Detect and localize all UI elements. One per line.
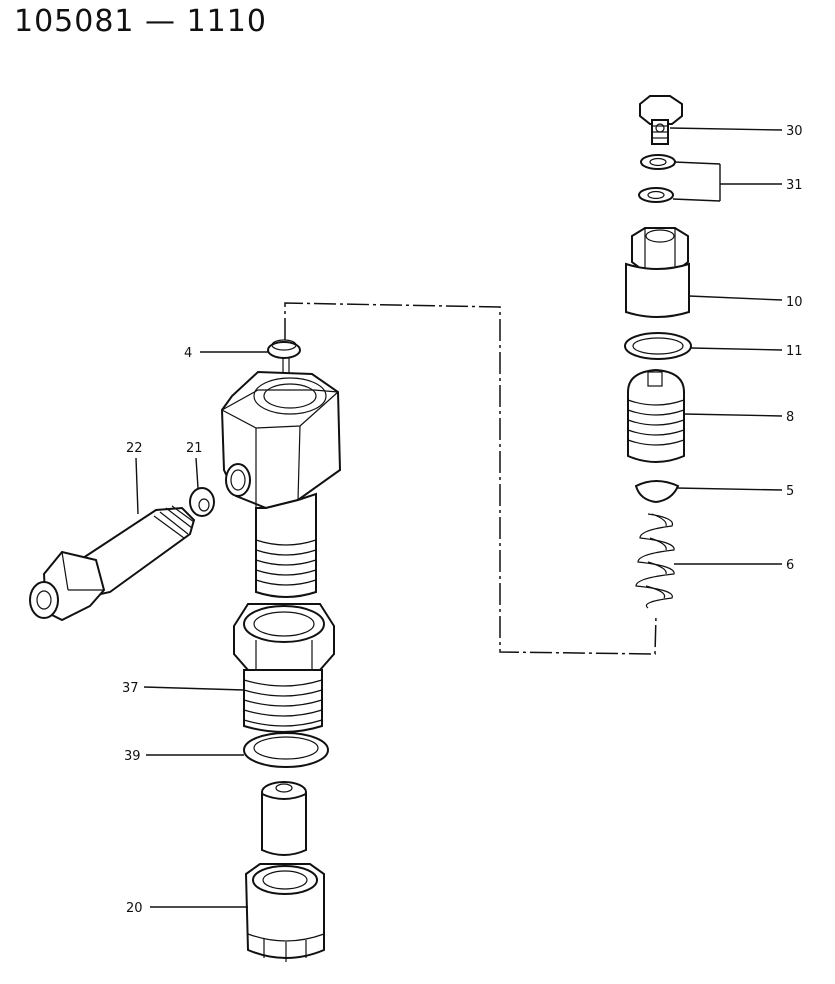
- part-5-valve-disc: [634, 480, 680, 504]
- callout-21: 21: [186, 441, 203, 456]
- part-37-hex-nut: [233, 603, 335, 733]
- part-21-washer: [189, 487, 215, 517]
- callout-5: 5: [786, 484, 794, 499]
- part-39-gasket: [243, 732, 329, 768]
- part-30-bolt: [639, 95, 683, 145]
- part-20-retaining-nut: [244, 863, 325, 962]
- connector-line: [284, 302, 657, 655]
- page-title: 105081 — 1110: [14, 4, 267, 39]
- part-31-washers: [638, 154, 676, 203]
- part-6-spring: [635, 513, 675, 609]
- part-22-connector-pipe: [29, 505, 196, 622]
- callout-31: 31: [786, 178, 803, 193]
- nozzle-holder-sleeve: [261, 781, 307, 856]
- callout-11: 11: [786, 344, 803, 359]
- callout-10: 10: [786, 295, 803, 310]
- part-8-spring-seat: [627, 368, 685, 463]
- callout-22: 22: [126, 441, 143, 456]
- callout-20: 20: [126, 901, 143, 916]
- callout-8: 8: [786, 410, 794, 425]
- part-10-cap-nut: [625, 227, 690, 318]
- callout-37: 37: [122, 681, 139, 696]
- callout-30: 30: [786, 124, 803, 139]
- callout-4: 4: [184, 346, 192, 361]
- callout-39: 39: [124, 749, 141, 764]
- main-body-block: [220, 370, 342, 598]
- callout-6: 6: [786, 558, 794, 573]
- part-11-gasket: [624, 332, 692, 360]
